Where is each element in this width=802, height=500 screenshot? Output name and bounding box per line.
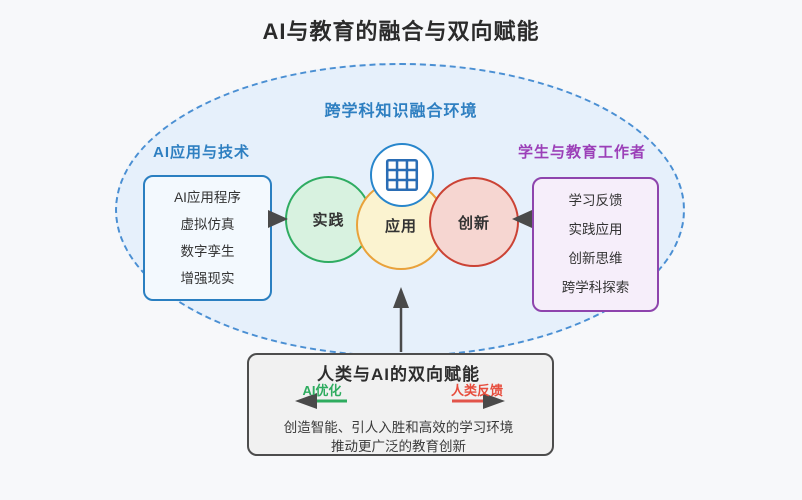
human-feedback-label: 人类反馈 [450,383,503,398]
environment-label: 跨学科知识融合环境 [324,103,478,120]
list-item: 创新思维 [568,251,623,267]
list-item: 数字孪生 [180,243,235,259]
list-item: 实践应用 [568,222,623,238]
circle-label: 实践 [312,212,345,229]
circle-label: 创新 [457,214,490,232]
innovation-circle: 创新 [429,177,519,267]
list-item: 虚拟仿真 [180,216,235,232]
circle-label: 应用 [384,217,417,235]
hub-badge [370,143,434,207]
list-item: 跨学科探索 [561,280,630,296]
bottom-box-line: 推动更广泛的教育创新 [331,439,466,454]
grid-icon [385,158,419,192]
left-panel-box: AI应用程序 虚拟仿真 数字孪生 增强现实 [143,175,272,301]
list-item: 学习反馈 [568,193,623,209]
right-section-label: 学生与教育工作者 [518,144,647,161]
bottom-box-line: 创造智能、引人入胜和高效的学习环境 [283,420,514,435]
left-section-label: AI应用与技术 [153,144,251,161]
list-item: 增强现实 [180,270,235,286]
ai-optimization-label: AI优化 [302,383,342,398]
bottom-box-title: 人类与AI的双向赋能 [317,365,480,384]
right-panel-box: 学习反馈 实践应用 创新思维 跨学科探索 [532,177,659,312]
page-title: AI与教育的融合与双向赋能 [262,19,540,44]
list-item: AI应用程序 [174,189,241,205]
